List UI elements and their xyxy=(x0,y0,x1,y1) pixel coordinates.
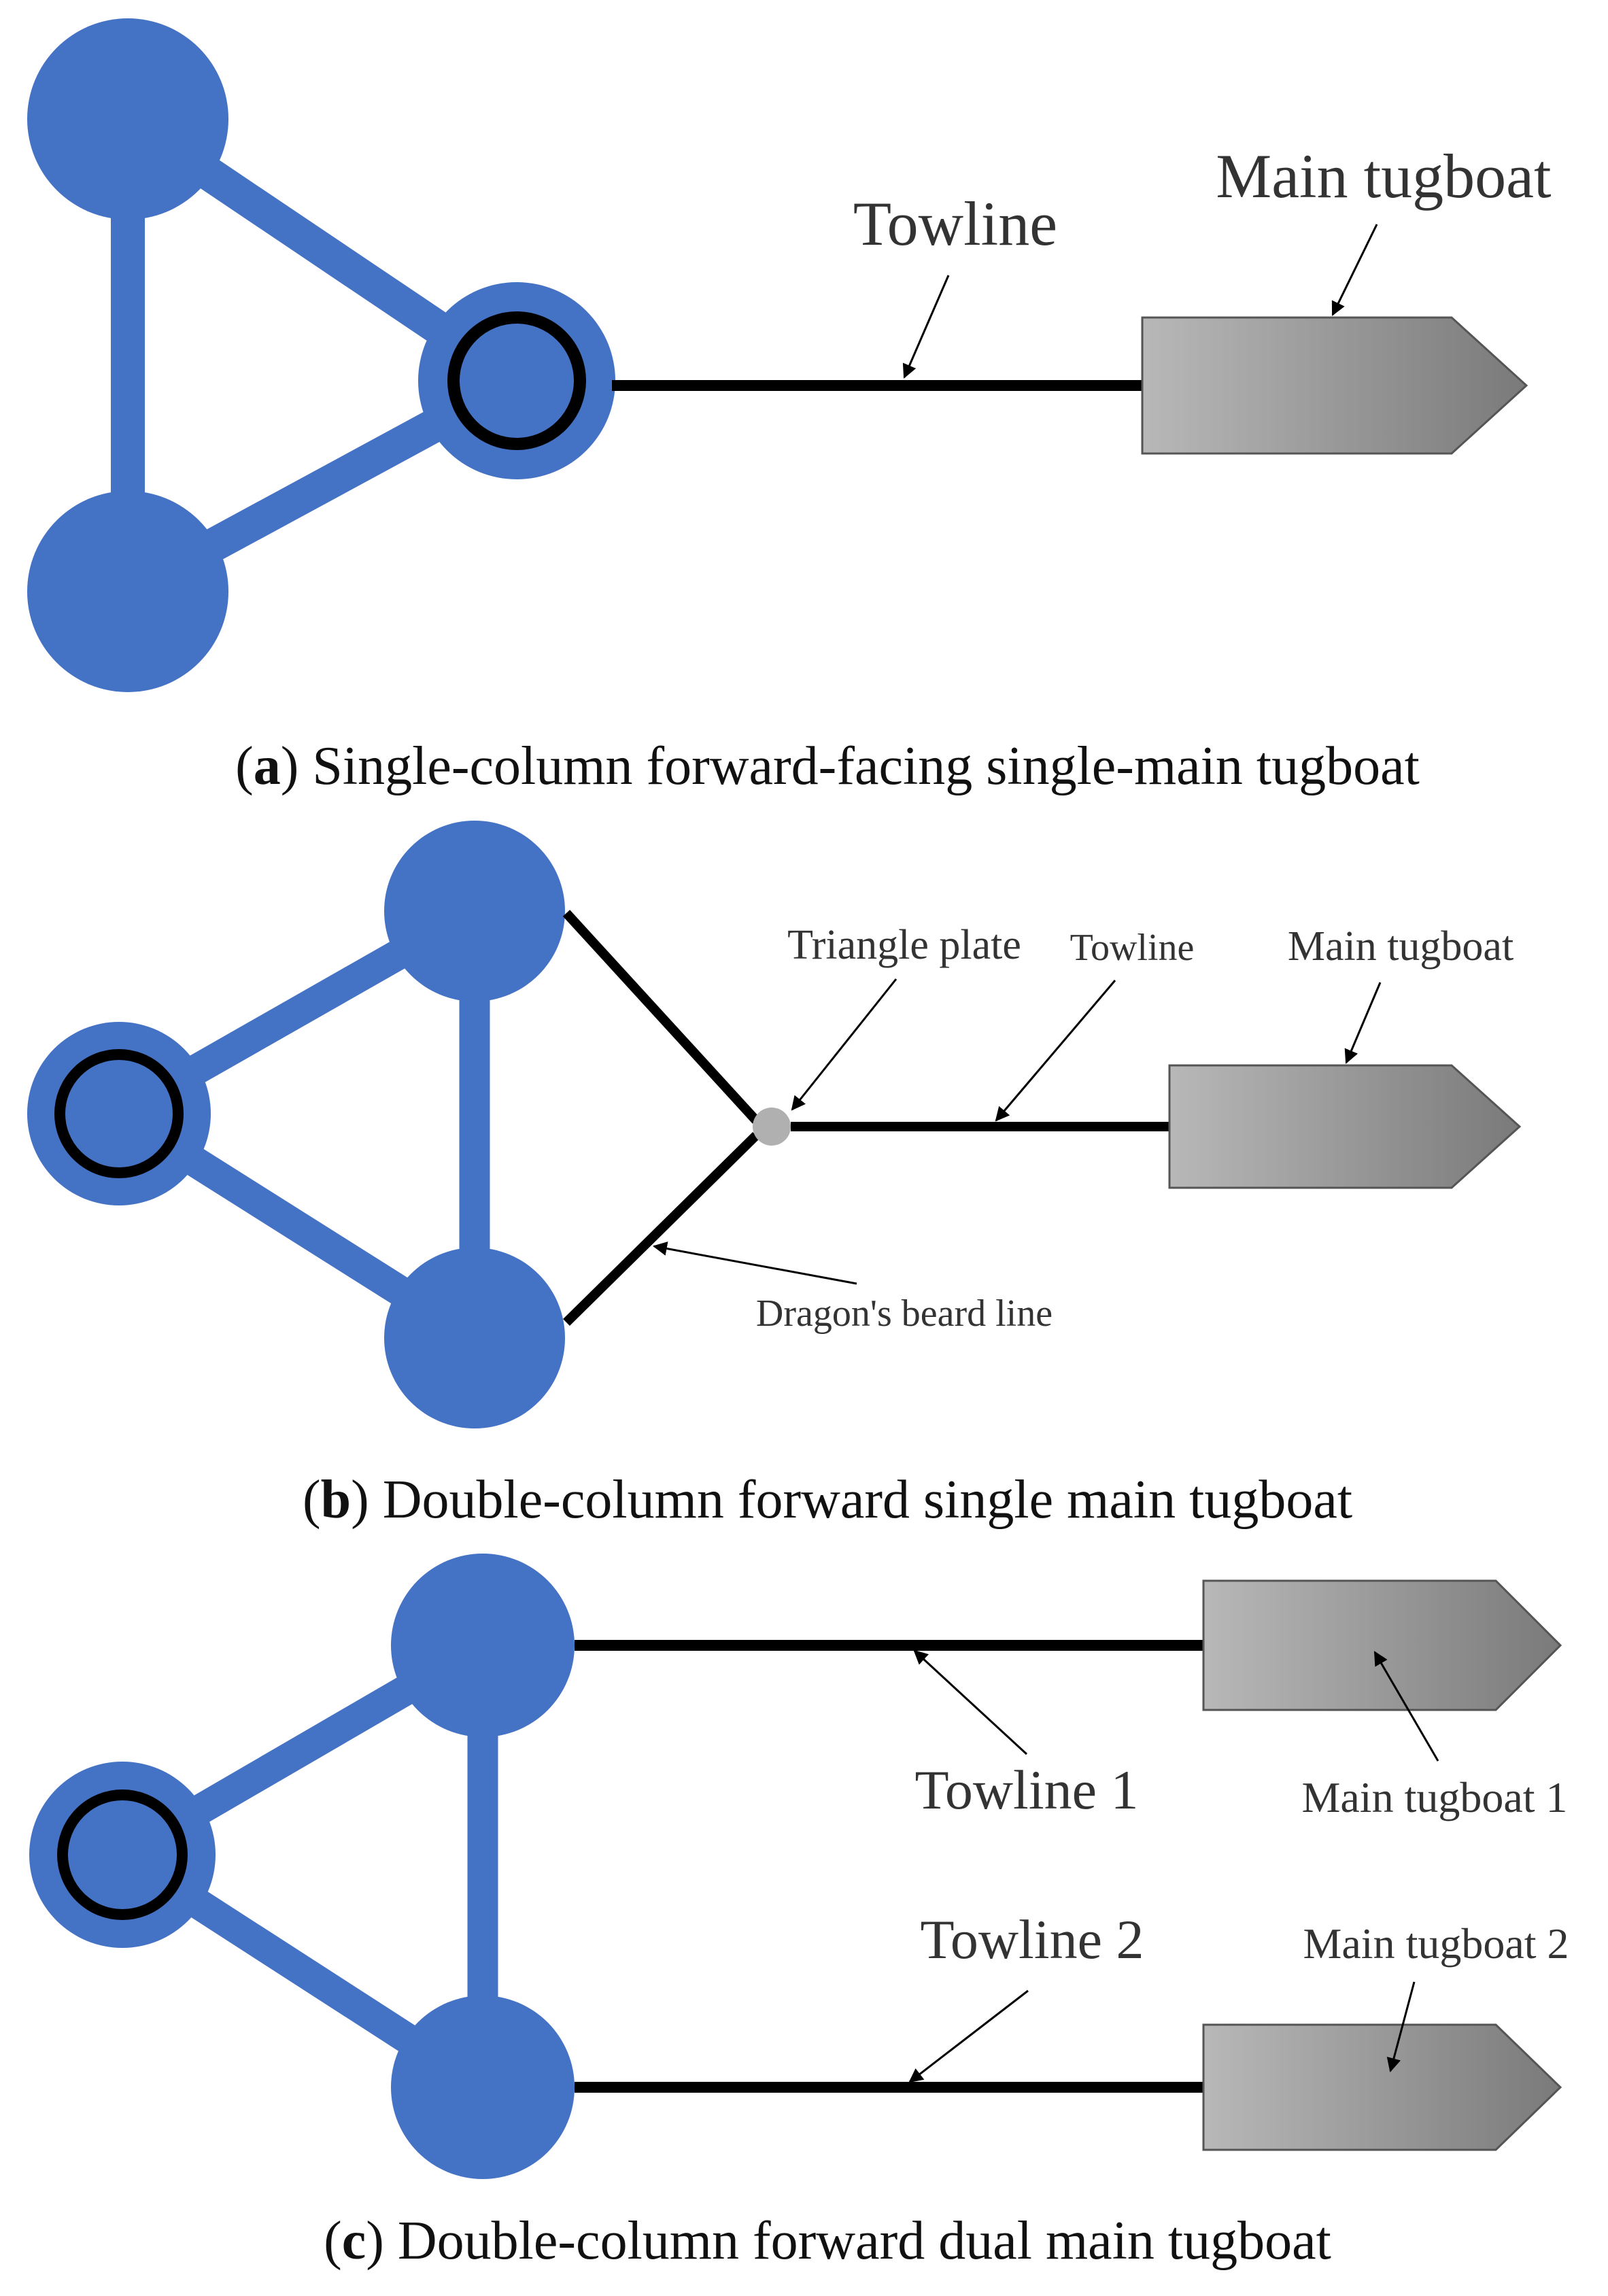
towing-point-ring xyxy=(447,311,586,450)
caption-a-text: Single-column forward-facing single-main… xyxy=(298,736,1419,796)
caption-b: (b) Double-column forward single main tu… xyxy=(303,1470,1352,1530)
caption-b-letter: b xyxy=(321,1470,352,1530)
main-tugboat-pointer xyxy=(1344,982,1382,1064)
column xyxy=(384,1248,565,1428)
semi-sub-platform-a xyxy=(27,18,615,692)
semi-sub-platform-b xyxy=(27,821,565,1428)
towline-1-pointer xyxy=(913,1649,1028,1755)
main-tugboat xyxy=(1141,316,1528,455)
towline-pointer xyxy=(995,980,1116,1122)
panel-b: Triangle plate Towline Main tugboat Drag… xyxy=(27,821,1522,1530)
triangle-plate xyxy=(753,1108,791,1146)
caption-c-text: Double-column forward dual main tugboat xyxy=(384,2211,1331,2271)
bridle-line-lower xyxy=(563,1132,759,1326)
main-tugboat-label: Main tugboat xyxy=(1288,923,1513,970)
main-tugboat-1-pointer xyxy=(1373,1651,1439,1762)
panel-a: Towline Main tugboat (a) Single-column f… xyxy=(27,18,1552,796)
caption-c: (c) Double-column forward dual main tugb… xyxy=(324,2211,1331,2271)
towline-2-pointer xyxy=(908,1989,1029,2083)
dragons-beard-line-pointer xyxy=(652,1241,857,1285)
triangle-plate-label: Triangle plate xyxy=(787,922,1021,968)
main-tugboat-2-label: Main tugboat 2 xyxy=(1303,1919,1569,1968)
towline-label: Towline xyxy=(1070,927,1195,969)
column xyxy=(384,821,565,1001)
towing-column xyxy=(29,1762,216,1948)
bridle-line-upper xyxy=(562,910,760,1124)
main-tugboat-2 xyxy=(1202,2023,1562,2151)
main-tugboat-label: Main tugboat xyxy=(1216,141,1552,211)
towing-column xyxy=(27,1022,211,1205)
column xyxy=(27,491,228,692)
main-tugboat-2-pointer xyxy=(1386,1981,1416,2073)
main-tugboat-1 xyxy=(1202,1579,1562,1711)
dragons-beard-line-label: Dragon's beard line xyxy=(756,1292,1053,1335)
column xyxy=(27,18,228,220)
main-tugboat-pointer xyxy=(1331,224,1378,316)
towline-label: Towline xyxy=(853,189,1057,258)
main-tugboat xyxy=(1168,1064,1522,1189)
column xyxy=(391,1554,575,1737)
panel-c: Towline 1 Main tugboat 1 Towline 2 Main … xyxy=(29,1554,1569,2271)
caption-c-letter: c xyxy=(342,2211,366,2271)
towing-point-ring xyxy=(54,1049,184,1178)
caption-b-text: Double-column forward single main tugboa… xyxy=(369,1470,1352,1530)
main-tugboat-1-label: Main tugboat 1 xyxy=(1301,1773,1567,1821)
towline-2-label: Towline 2 xyxy=(920,1908,1144,1970)
caption-a-letter: a xyxy=(254,736,281,796)
towing-column xyxy=(418,282,615,479)
column xyxy=(391,1995,575,2179)
towline-pointer xyxy=(902,275,950,379)
semi-sub-platform-c xyxy=(29,1554,575,2179)
towing-point-ring xyxy=(57,1789,188,1920)
caption-a: (a) Single-column forward-facing single-… xyxy=(235,736,1420,796)
towline-1-label: Towline 1 xyxy=(914,1759,1138,1821)
triangle-plate-pointer xyxy=(791,978,897,1111)
